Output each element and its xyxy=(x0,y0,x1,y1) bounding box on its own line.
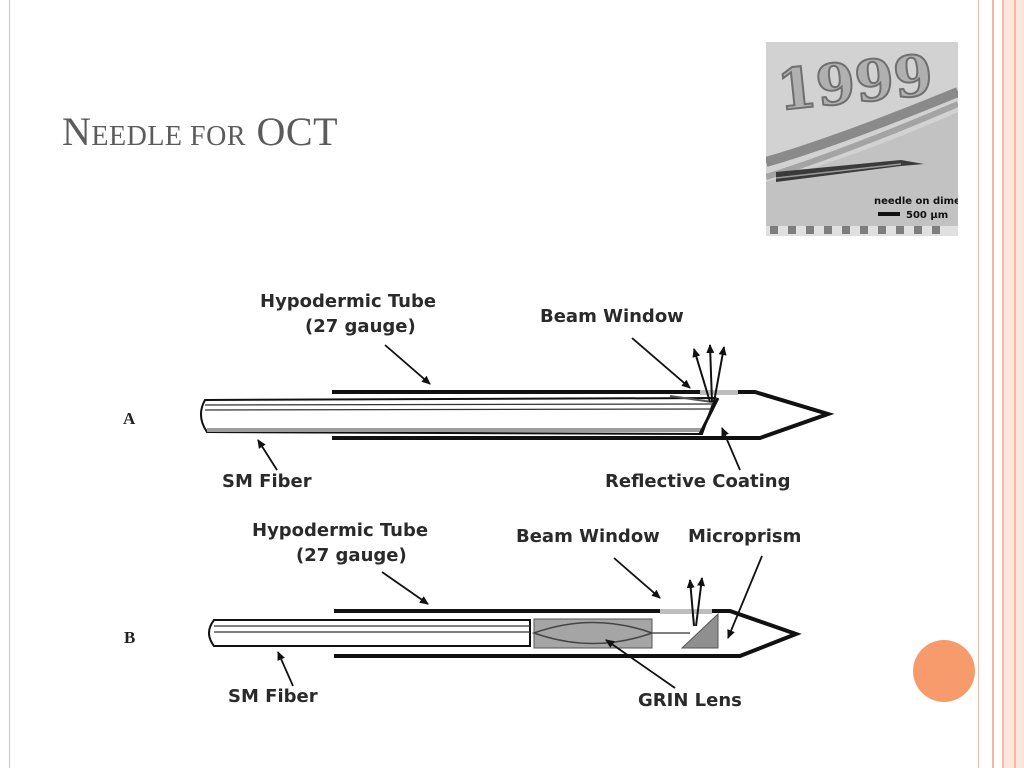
slide-frame-left-line xyxy=(9,0,10,768)
b-beam-window xyxy=(660,609,712,614)
title-small-caps: eedle for xyxy=(91,121,246,152)
b-prism-pointer xyxy=(727,555,763,639)
panel-label-a: A xyxy=(123,409,136,428)
a-reflective-coating xyxy=(698,397,720,435)
coin-edge-ridges xyxy=(766,226,958,236)
b-fiber-pointer xyxy=(277,651,294,687)
diagram-a: A Hypodermic Tube (27 gauge) Beam Window… xyxy=(123,291,835,492)
a-fiber-label: SM Fiber xyxy=(222,471,312,492)
photo-scale-label: 500 µm xyxy=(906,210,948,221)
b-tube-label-line2: (27 gauge) xyxy=(296,545,407,566)
b-needle-tip xyxy=(712,609,802,658)
a-fiber-pointer xyxy=(257,439,278,471)
a-sm-fiber xyxy=(200,396,717,436)
slide-title: Needle for OCT xyxy=(62,108,338,155)
a-beam-arrow-1 xyxy=(692,348,711,403)
b-beam-arrow-2 xyxy=(695,577,705,627)
b-beam-arrow-1 xyxy=(686,579,695,627)
a-beam-arrow-2 xyxy=(706,344,715,403)
scale-bar xyxy=(878,212,900,216)
a-tube-label-line2: (27 gauge) xyxy=(305,316,416,337)
a-beam-arrow-3 xyxy=(713,346,727,403)
title-first-letter: N xyxy=(62,109,92,154)
a-beam-window xyxy=(700,390,738,395)
coin-year-text: 1999 xyxy=(774,42,936,124)
b-lens-pointer xyxy=(605,639,676,689)
a-needle-tip xyxy=(738,390,835,440)
title-oct: OCT xyxy=(256,109,338,154)
accent-circle xyxy=(913,640,975,702)
a-window-label: Beam Window xyxy=(540,306,684,327)
b-prism-label: Microprism xyxy=(688,526,801,547)
b-tube-pointer xyxy=(381,571,429,605)
b-tube-label-line1: Hypodermic Tube xyxy=(252,520,428,541)
a-window-pointer xyxy=(631,337,691,389)
slide-frame-right-border xyxy=(978,0,1024,768)
photo-caption: needle on dime xyxy=(874,196,958,207)
b-sm-fiber xyxy=(208,619,531,647)
b-lens-label: GRIN Lens xyxy=(638,690,742,711)
b-window-pointer xyxy=(613,557,661,599)
diagram-b: B Hypodermic Tube (27 gauge) Beam Window… xyxy=(124,520,802,711)
b-window-label: Beam Window xyxy=(516,526,660,547)
panel-label-b: B xyxy=(124,628,135,647)
b-microprism xyxy=(680,612,719,649)
a-coating-pointer xyxy=(721,427,741,471)
a-coating-label: Reflective Coating xyxy=(605,471,790,492)
b-fiber-label: SM Fiber xyxy=(228,686,318,707)
a-tube-label-line1: Hypodermic Tube xyxy=(260,291,436,312)
needle-on-dime-photo: 1999 needle on dime 500 µm xyxy=(766,42,958,236)
a-tube-pointer xyxy=(384,344,431,385)
